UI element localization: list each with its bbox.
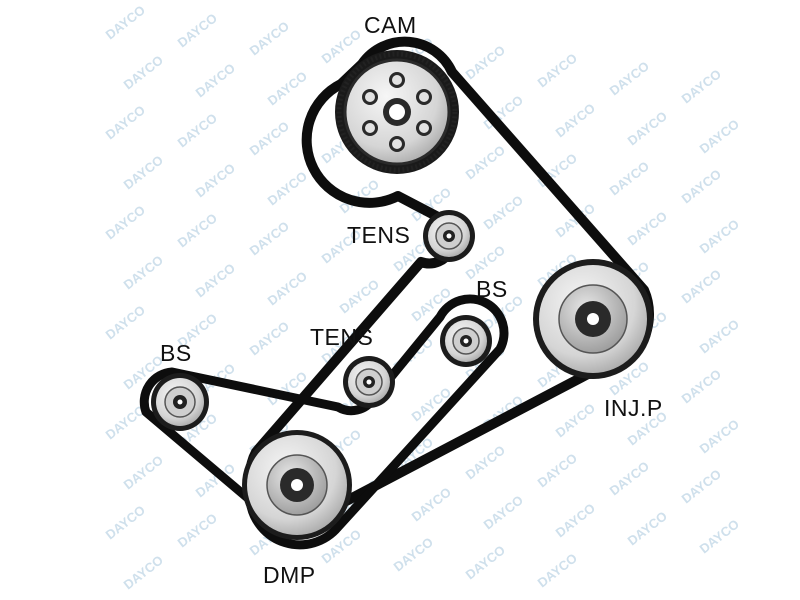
watermark-text: DAYCO <box>535 450 580 490</box>
watermark-text: DAYCO <box>103 302 148 342</box>
watermark-text: DAYCO <box>247 118 292 158</box>
watermark-text: DAYCO <box>121 552 166 592</box>
watermark-text: DAYCO <box>121 252 166 292</box>
watermark-text: DAYCO <box>319 26 364 66</box>
bs-left-label: BS <box>160 340 192 366</box>
watermark-text: DAYCO <box>679 466 724 506</box>
watermark-text: DAYCO <box>247 18 292 58</box>
watermark-text: DAYCO <box>193 60 238 100</box>
cam-pulley <box>335 50 459 174</box>
watermark-text: DAYCO <box>535 550 580 590</box>
watermark-text: DAYCO <box>679 266 724 306</box>
watermark-text: DAYCO <box>463 142 508 182</box>
watermark-text: DAYCO <box>463 442 508 482</box>
watermark-text: DAYCO <box>607 58 652 98</box>
watermark-text: DAYCO <box>679 166 724 206</box>
dmp-label: DMP <box>263 562 316 588</box>
watermark-text: DAYCO <box>103 102 148 142</box>
watermark-text: DAYCO <box>481 192 526 232</box>
watermark-text: DAYCO <box>121 152 166 192</box>
watermark-text: DAYCO <box>193 260 238 300</box>
watermark-text: DAYCO <box>625 508 670 548</box>
watermark-text: DAYCO <box>679 366 724 406</box>
watermark-text: DAYCO <box>391 534 436 574</box>
watermark-text: DAYCO <box>679 66 724 106</box>
damper-pulley <box>242 430 352 540</box>
watermark-text: DAYCO <box>481 492 526 532</box>
watermark-text: DAYCO <box>265 168 310 208</box>
injection-pump-pulley <box>533 259 653 379</box>
balance-shaft-pulley-left <box>151 373 209 431</box>
cam-label: CAM <box>364 12 417 38</box>
watermark-text: DAYCO <box>625 208 670 248</box>
watermark-text: DAYCO <box>103 202 148 242</box>
watermark-text: DAYCO <box>463 542 508 582</box>
watermark-text: DAYCO <box>607 458 652 498</box>
watermark-text: DAYCO <box>175 210 220 250</box>
watermark-text: DAYCO <box>175 110 220 150</box>
watermark-text: DAYCO <box>463 42 508 82</box>
watermark-text: DAYCO <box>697 516 742 556</box>
bs-right-label: BS <box>476 276 508 302</box>
tens-lower-label: TENS <box>310 324 374 350</box>
watermark-text: DAYCO <box>553 400 598 440</box>
watermark-text: DAYCO <box>175 510 220 550</box>
watermark-text: DAYCO <box>121 452 166 492</box>
watermark-text: DAYCO <box>103 2 148 42</box>
tens-upper-label: TENS <box>347 222 411 248</box>
watermark-text: DAYCO <box>247 318 292 358</box>
watermark-text: DAYCO <box>265 68 310 108</box>
balance-shaft-pulley-right <box>440 315 492 367</box>
watermark-text: DAYCO <box>319 526 364 566</box>
watermark-text: DAYCO <box>265 268 310 308</box>
watermark-text: DAYCO <box>607 158 652 198</box>
watermark-text: DAYCO <box>625 108 670 148</box>
watermark-text: DAYCO <box>697 316 742 356</box>
watermark-text: DAYCO <box>247 218 292 258</box>
watermark-text: DAYCO <box>553 500 598 540</box>
watermark-text: DAYCO <box>103 502 148 542</box>
watermark-text: DAYCO <box>697 116 742 156</box>
tensioner-pulley-upper <box>423 210 475 262</box>
watermark-text: DAYCO <box>121 52 166 92</box>
watermark-text: DAYCO <box>697 216 742 256</box>
watermark-text: DAYCO <box>697 416 742 456</box>
watermark-text: DAYCO <box>193 160 238 200</box>
cam-pulley-spokes <box>362 72 432 152</box>
watermark-text: DAYCO <box>175 10 220 50</box>
watermark-text: DAYCO <box>409 484 454 524</box>
tensioner-pulley-lower <box>343 356 395 408</box>
inj-p-label: INJ.P <box>604 395 663 421</box>
watermark-text: DAYCO <box>535 50 580 90</box>
watermark-text: DAYCO <box>553 100 598 140</box>
